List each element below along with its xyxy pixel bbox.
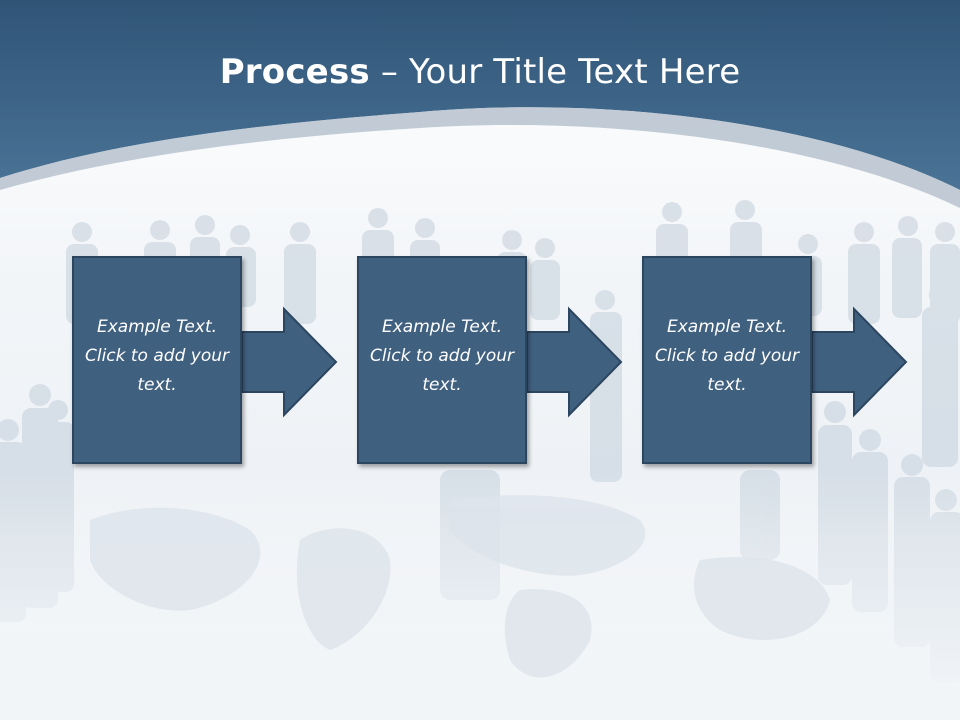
arrow-icon xyxy=(811,306,908,418)
step-1-text: Example Text. Click to add your text. xyxy=(84,316,229,395)
title-bold: Process xyxy=(219,52,370,92)
process-step-1[interactable]: Example Text. Click to add your text. xyxy=(72,256,242,464)
title-rest: – Your Title Text Here xyxy=(369,52,741,92)
step-2-text: Example Text. Click to add your text. xyxy=(369,316,514,395)
world-map-reflection xyxy=(90,495,830,678)
process-step-3[interactable]: Example Text. Click to add your text. xyxy=(642,256,812,464)
slide-title: Process – Your Title Text Here xyxy=(0,52,960,92)
arrow-icon xyxy=(526,306,623,418)
step-3-text: Example Text. Click to add your text. xyxy=(654,316,799,395)
header-swoosh xyxy=(0,107,960,208)
header-band xyxy=(0,0,960,190)
arrow-icon xyxy=(241,306,338,418)
process-step-2[interactable]: Example Text. Click to add your text. xyxy=(357,256,527,464)
